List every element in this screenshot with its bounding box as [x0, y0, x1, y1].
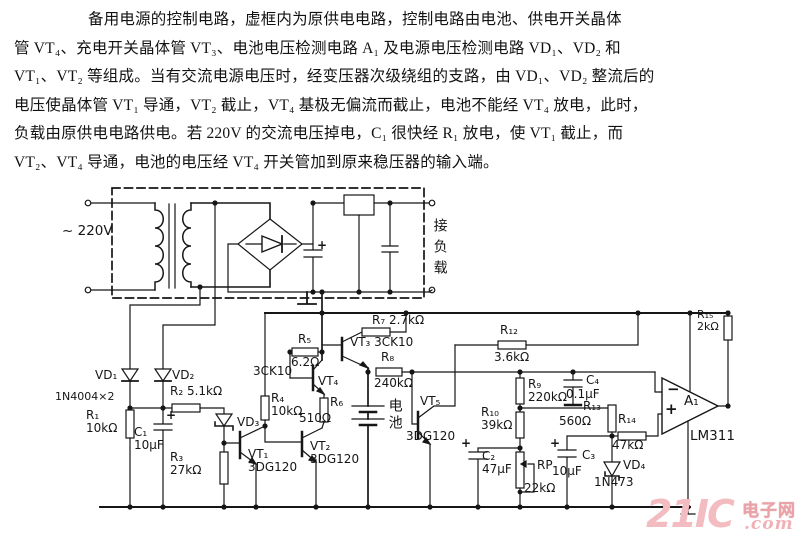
description-line: 管 VT₄、充电开关晶体管 VT₃、电池电压检测电路 A₁ 及电源电压检测电路 …: [14, 39, 621, 57]
comparator-a1: [654, 310, 733, 515]
vt3-vt4-switch: [287, 291, 409, 396]
label-c2: C₂ 47μF: [482, 449, 512, 477]
label-vd4: VD₄: [623, 458, 646, 472]
regulator-box: [343, 194, 430, 293]
label-vt4-type: 3CK10: [253, 364, 293, 378]
vd1-vd2-detector: [120, 202, 216, 411]
label-vt5-type: 3DG120: [406, 429, 456, 443]
label-r9: R₉ 220kΩ: [528, 377, 568, 405]
label-vd12-part: 1N4004×2: [55, 390, 115, 403]
label-vd3: VD₃: [237, 415, 260, 429]
label-r8-name: R₈: [381, 350, 395, 364]
label-r10: R₁₀ 39kΩ: [481, 405, 513, 433]
label-r12-name: R₁₂: [500, 323, 518, 337]
chassis-ground: [297, 291, 317, 305]
vt2-stage: [300, 393, 329, 508]
transformer: [154, 200, 271, 291]
label-vd1: VD₁: [95, 368, 118, 382]
label-r13-name: R₁₃: [583, 399, 601, 413]
label-vd4-part: 1N473: [594, 475, 634, 489]
original-supply-frame: [111, 187, 425, 299]
label-r8-value: 240kΩ: [374, 376, 414, 390]
label-vt3: VT₃ 3CK10: [350, 335, 414, 349]
label-vt1: VT₁ 3DG120: [248, 447, 298, 475]
label-c4-name: C₄: [586, 373, 600, 387]
description-line: 负载由原供电电路供电。若 220V 的交流电压掉电，C₁ 很快经 R₁ 放电，使…: [14, 125, 624, 142]
label-r1: R₁ 10kΩ: [86, 408, 118, 436]
label-vt2: VT₂ 3DG120: [310, 439, 360, 467]
plus-mark-c3: +: [550, 436, 561, 450]
description-line: VT₁、VT₂ 等组成。当有交流电源电压时，经变压器次级绕组的支路，由 VD₁、…: [14, 68, 655, 85]
r1-c1-branch: [125, 407, 173, 508]
label-c3-value: 10μF: [552, 464, 582, 478]
label-vt5-name: VT₅: [420, 394, 441, 408]
label-a1: A₁: [684, 393, 699, 409]
r2-vd3-r3-chain: [171, 403, 241, 508]
label-ac-voltage: ~ 220V: [62, 223, 113, 239]
label-r14-name: R₁₄: [618, 412, 636, 426]
label-r4: R₄ 10kΩ: [271, 391, 303, 419]
label-r5-name: R₅: [298, 332, 312, 346]
label-r13-value: 560Ω: [559, 414, 592, 428]
label-a1-minus: −: [667, 380, 680, 398]
label-r15: R₁₅ 2kΩ: [697, 308, 719, 334]
label-r5-value: 6.2Ω: [291, 355, 320, 369]
label-vt4: VT₄: [318, 374, 339, 388]
load-terminals: [310, 199, 436, 295]
plus-mark-c2: +: [461, 436, 472, 450]
label-vd2: VD₂: [172, 368, 195, 382]
label-c4-value: 0.1μF: [566, 387, 600, 401]
ground-rail: [99, 504, 691, 510]
label-r14-value: 47kΩ: [612, 438, 644, 452]
label-r6-value: 510Ω: [299, 411, 332, 425]
output-capacitor: [381, 202, 399, 293]
label-c3-name: C₃: [582, 448, 596, 462]
ac-input-terminals: [84, 199, 156, 294]
vt5-stage: [411, 310, 641, 508]
vt1-stage: [238, 312, 303, 508]
label-lm311: LM311: [690, 428, 735, 444]
label-c1: C₁ 10μF: [134, 425, 164, 453]
label-r2: R₂ 5.1kΩ: [170, 384, 223, 398]
label-r7: R₇ 2.7kΩ: [372, 313, 425, 327]
label-r12-value: 3.6kΩ: [494, 350, 530, 364]
plus-mark-filter-cap: +: [317, 238, 328, 252]
label-a1-plus: +: [665, 400, 678, 418]
plus-mark-c1: +: [166, 408, 177, 422]
description-line: 备用电源的控制电路，虚框内为原供电电路，控制电路由电池、供电开关晶体: [88, 11, 622, 28]
label-battery: 电池: [386, 398, 402, 432]
label-r6-name: R₆: [330, 395, 344, 409]
bridge-rectifier: [227, 218, 430, 293]
reference-network: [557, 371, 663, 508]
circuit-description: 备用电源的控制电路，虚框内为原供电电路，控制电路由电池、供电开关晶体 管 VT₄…: [14, 6, 786, 177]
description-line: VT₂、VT₄ 导通，电池的电压经 VT₄ 开关管加到原来稳压器的输入端。: [14, 153, 499, 171]
label-rp-name: RP: [537, 458, 553, 472]
label-r3: R₃ 27kΩ: [170, 450, 202, 478]
label-load: 接负载: [431, 218, 447, 281]
description-line: 电压使晶体管 VT₁ 导通，VT₂ 截止，VT₄ 基极无偏流而截止，电池不能经 …: [14, 96, 648, 114]
label-rp-value: 22kΩ: [524, 481, 556, 495]
divider-r9-r10-rp: [468, 371, 613, 508]
